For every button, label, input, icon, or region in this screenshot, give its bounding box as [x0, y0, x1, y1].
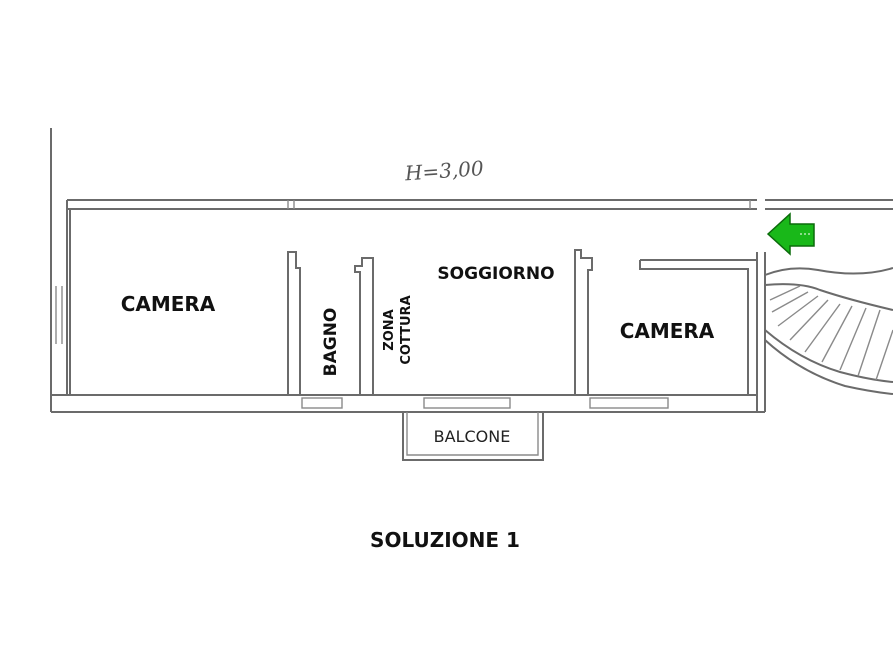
staircase — [764, 267, 893, 395]
room-label-bagno: BAGNO — [321, 308, 341, 377]
left-boundary-line — [50, 128, 63, 412]
interior-walls — [287, 249, 757, 395]
room-label-soggiorno: SOGGIORNO — [437, 264, 554, 284]
room-label-camera-right: CAMERA — [620, 319, 715, 343]
room-label-balcone: BALCONE — [434, 427, 511, 446]
entrance-arrow-icon — [766, 212, 815, 256]
balcony — [402, 412, 544, 461]
height-note: H=3,00 — [403, 156, 484, 186]
solution-title: SOLUZIONE 1 — [370, 528, 520, 552]
outer-walls — [51, 199, 893, 413]
room-label-zona: ZONA — [382, 309, 397, 350]
room-label-camera-left: CAMERA — [121, 292, 216, 316]
room-label-cottura: COTTURA — [399, 295, 414, 364]
